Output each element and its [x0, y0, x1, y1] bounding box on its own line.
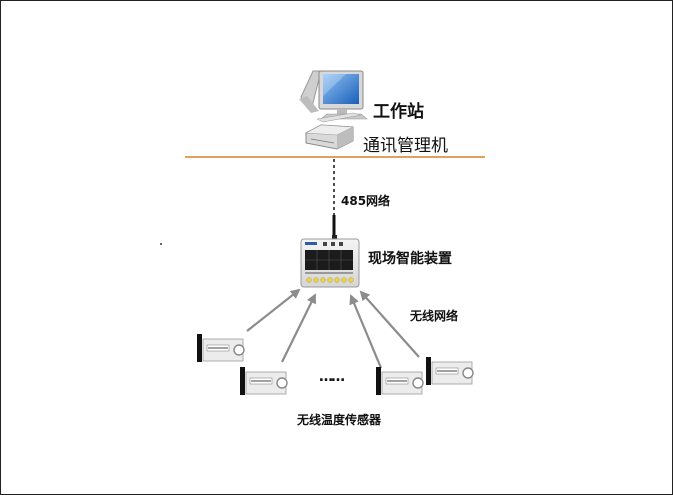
field-device-label: 现场智能装置: [368, 251, 452, 267]
wireless-label: 无线网络: [410, 309, 459, 323]
sensor-icon: [240, 367, 288, 395]
wireless-arrow-4: [359, 290, 420, 358]
sensor-icon: [376, 367, 424, 395]
field-device-icon: [300, 215, 360, 288]
comm-manager-label: 通讯管理机: [363, 136, 448, 156]
workstation-computer-icon: [299, 70, 368, 123]
comm-manager-icon: [304, 124, 355, 150]
sensor-icon: [197, 334, 245, 362]
wireless-arrow-2: [281, 293, 316, 363]
wireless-arrow-3: [349, 294, 383, 369]
sensor-ellipsis: ……: [319, 369, 345, 385]
rs485-label: 485网络: [341, 194, 391, 208]
wireless-arrow-1: [246, 288, 301, 332]
workstation-label: 工作站: [373, 102, 424, 122]
stray-dot: [160, 243, 162, 245]
sensor-label: 无线温度传感器: [297, 413, 382, 427]
sensor-icon: [426, 357, 474, 385]
